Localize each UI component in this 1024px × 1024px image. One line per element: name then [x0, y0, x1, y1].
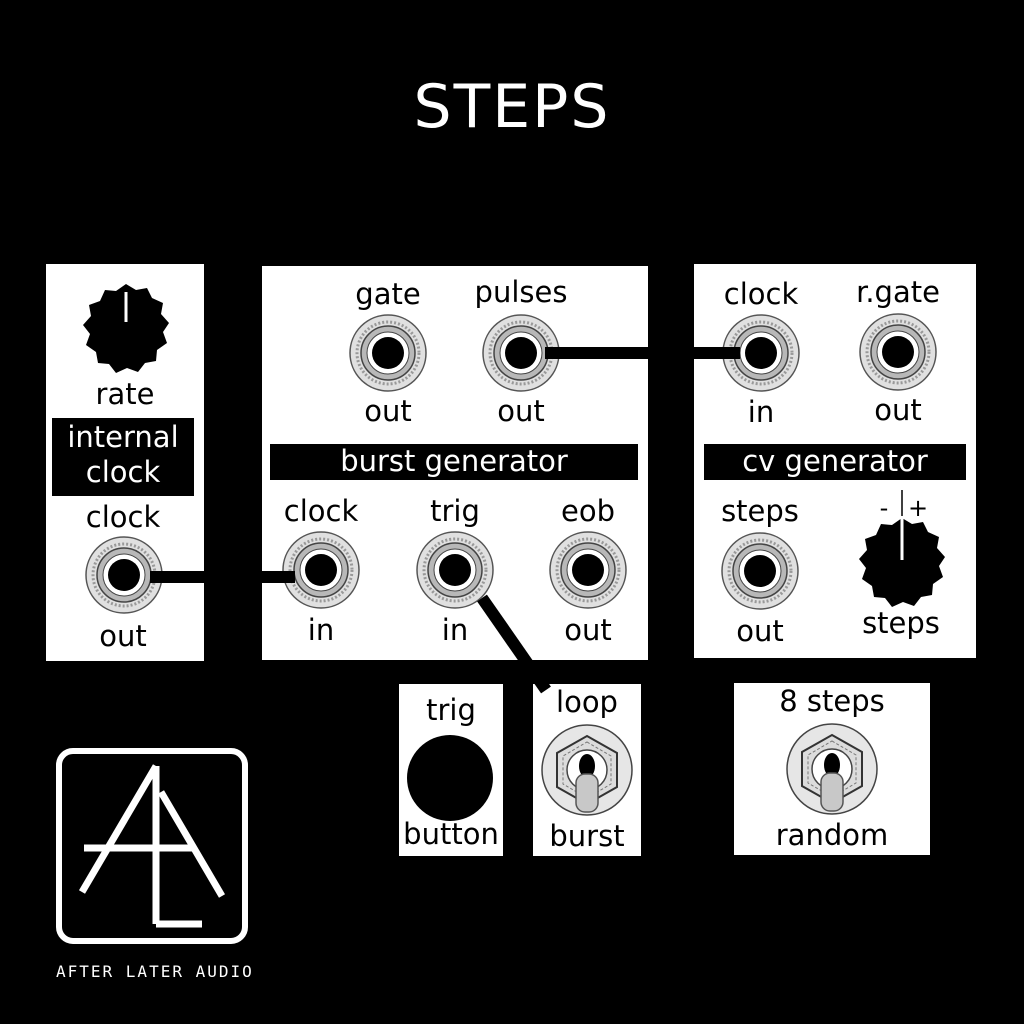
jack-icon — [721, 532, 799, 610]
pulses-jack-label-top: pulses — [474, 275, 568, 309]
burst-generator-panel: gate out pulses out burst generator cloc… — [262, 266, 648, 660]
jack-icon — [282, 531, 360, 609]
pulses-jack-label-bottom: out — [497, 394, 545, 428]
internal-clock-section-line-1: internal — [67, 420, 179, 454]
knob-icon — [859, 490, 945, 607]
trig-button[interactable] — [407, 735, 493, 821]
toggle-switch-icon — [786, 723, 878, 815]
loop-switch-label-bottom: burst — [549, 819, 625, 853]
steps-knob-label: steps — [862, 606, 940, 640]
trig-button-panel: trig button — [399, 684, 503, 856]
burst-generator-section-label: burst generator — [270, 444, 638, 480]
jack-icon — [85, 536, 163, 614]
jack-icon — [416, 531, 494, 609]
loop-switch-panel: loop burst — [533, 684, 641, 856]
steps-out-jack[interactable] — [720, 531, 800, 611]
rgate-out-jack[interactable] — [858, 312, 938, 392]
patch-cable-trig-to-loop — [477, 594, 551, 694]
clock-in-label-top: clock — [283, 494, 359, 528]
after-later-audio-logo — [56, 748, 248, 944]
internal-clock-section-line-2: clock — [85, 454, 161, 489]
steps-knob-plus: + — [908, 494, 929, 522]
jack-icon — [549, 531, 627, 609]
steps-knob-minus: - — [879, 494, 889, 522]
trig-in-jack[interactable] — [415, 530, 495, 610]
trig-button-label-top: trig — [426, 693, 476, 727]
steps-out-label-top: steps — [721, 494, 799, 528]
loop-switch-label-top: loop — [556, 685, 618, 719]
cv-clock-in-label-bottom: in — [747, 395, 775, 429]
rgate-out-label-bottom: out — [874, 393, 922, 427]
rate-knob-label: rate — [95, 377, 155, 411]
toggle-switch-icon — [541, 724, 633, 816]
cv-clock-in-jack[interactable] — [721, 313, 801, 393]
steps-random-toggle-switch[interactable] — [781, 723, 883, 819]
jack-icon — [859, 313, 937, 391]
cv-generator-panel: clock in r.gate out cv generator steps — [694, 264, 976, 658]
trig-button-label-bottom: button — [403, 817, 499, 851]
rate-knob[interactable] — [79, 282, 173, 376]
internal-clock-section-label: internal clock — [52, 418, 194, 496]
gate-out-jack[interactable] — [348, 313, 428, 393]
steps-out-label-bottom: out — [736, 614, 784, 648]
module-title: STEPS — [413, 72, 611, 142]
gate-jack-label-top: gate — [355, 277, 421, 311]
clock-in-jack[interactable] — [281, 530, 361, 610]
clock-out-label-bottom: out — [99, 619, 147, 653]
eob-out-label-top: eob — [561, 494, 615, 528]
clock-out-label-top: clock — [85, 500, 161, 534]
eob-out-jack[interactable] — [548, 530, 628, 610]
cv-clock-in-label-top: clock — [723, 277, 799, 311]
cv-generator-section-label: cv generator — [704, 444, 966, 480]
steps-switch-panel: 8 steps random — [734, 683, 930, 855]
steps-switch-label-top: 8 steps — [779, 684, 885, 718]
jack-icon — [349, 314, 427, 392]
loop-burst-toggle-switch[interactable] — [536, 724, 638, 820]
gate-jack-label-bottom: out — [364, 394, 412, 428]
internal-clock-panel: rate internal clock clock out — [46, 264, 204, 661]
trig-in-label-bottom: in — [441, 613, 469, 647]
rgate-out-label-top: r.gate — [856, 275, 940, 309]
jack-icon — [722, 314, 800, 392]
knob-icon — [83, 284, 169, 373]
trig-in-label-top: trig — [430, 494, 480, 528]
clock-in-label-bottom: in — [307, 613, 335, 647]
steps-knob[interactable] — [855, 490, 949, 610]
logo-icon — [56, 748, 248, 944]
clock-out-jack[interactable] — [84, 535, 164, 615]
eob-out-label-bottom: out — [564, 613, 612, 647]
brand-name: AFTER LATER AUDIO — [56, 962, 254, 981]
steps-switch-label-bottom: random — [775, 818, 889, 852]
